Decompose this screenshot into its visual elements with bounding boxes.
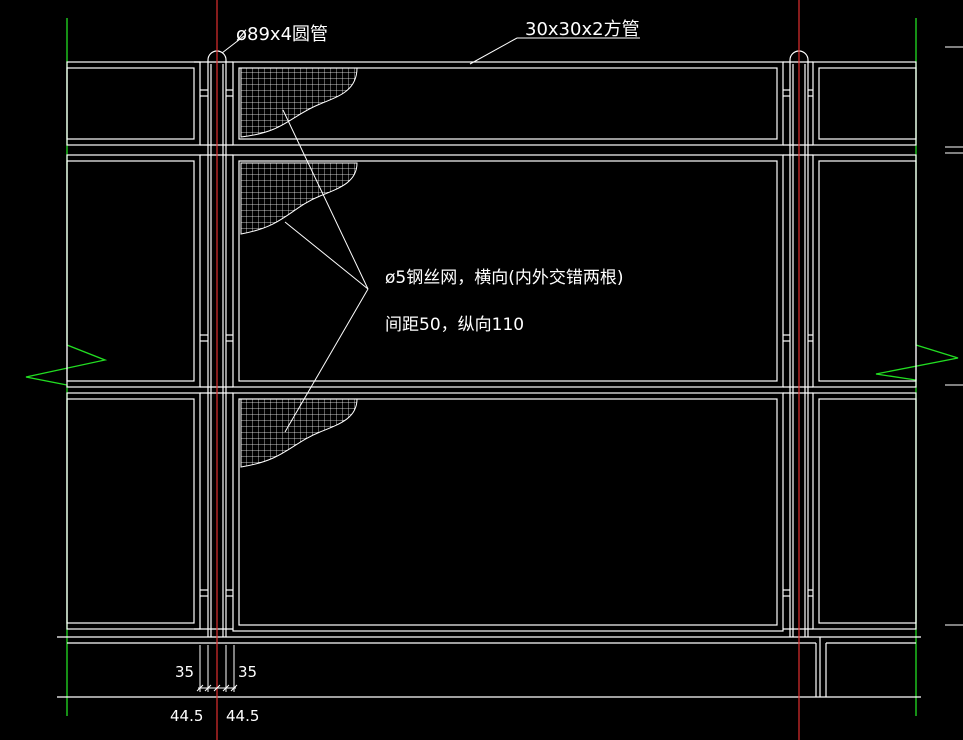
centerlines xyxy=(216,0,800,740)
dim-label-left-inner: 35 xyxy=(175,663,194,681)
frame-inner xyxy=(818,160,917,382)
right-break-line xyxy=(875,18,959,716)
frame-outer xyxy=(812,154,917,388)
frame-inner xyxy=(66,67,195,140)
mesh-patch xyxy=(240,67,358,138)
frame-inner xyxy=(66,398,195,624)
frame-inner xyxy=(238,160,778,382)
break-lines xyxy=(25,18,959,716)
frame-outer xyxy=(812,392,917,630)
square-tube-frames xyxy=(66,61,917,632)
frame-outer xyxy=(232,61,784,146)
frame-inner xyxy=(238,398,778,626)
mesh-label-line1: ø5钢丝网，横向(内外交错两根) xyxy=(385,268,623,288)
ground-lines xyxy=(57,636,921,698)
dim-tick xyxy=(230,684,238,692)
wire-mesh-patches xyxy=(240,67,358,468)
mesh-leader xyxy=(282,109,369,290)
mesh-patch xyxy=(240,162,358,235)
frame-inner xyxy=(238,67,778,140)
frame-outer xyxy=(812,61,917,146)
left-break-line xyxy=(25,18,108,716)
frame-inner xyxy=(818,67,917,140)
leader-lines xyxy=(221,35,640,433)
frame-inner xyxy=(818,398,917,624)
mesh-label-line2: 间距50，纵向110 xyxy=(385,315,524,335)
dim-label-right-outer: 44.5 xyxy=(226,707,259,725)
frame-inner xyxy=(66,160,195,382)
dim-tick xyxy=(222,684,230,692)
edge-ticks xyxy=(945,46,963,626)
mesh-patch xyxy=(240,398,358,468)
frame-outer xyxy=(66,61,201,146)
mesh-leader xyxy=(284,221,369,290)
dim-tick xyxy=(204,684,212,692)
square-tube-leader xyxy=(469,37,518,65)
dim-tick xyxy=(213,684,221,692)
mesh-leader xyxy=(284,288,369,433)
round-tube-leader xyxy=(221,35,245,54)
dim-label-right-inner: 35 xyxy=(238,663,257,681)
square-tube-label: 30x30x2方管 xyxy=(525,19,640,40)
frame-outer xyxy=(232,154,784,388)
dim-label-left-outer: 44.5 xyxy=(170,707,203,725)
frame-outer xyxy=(232,392,784,632)
frame-outer xyxy=(66,392,201,630)
round-tube-label: ø89x4圆管 xyxy=(236,24,328,45)
dimension-marks xyxy=(196,645,238,692)
dim-tick xyxy=(196,684,204,692)
